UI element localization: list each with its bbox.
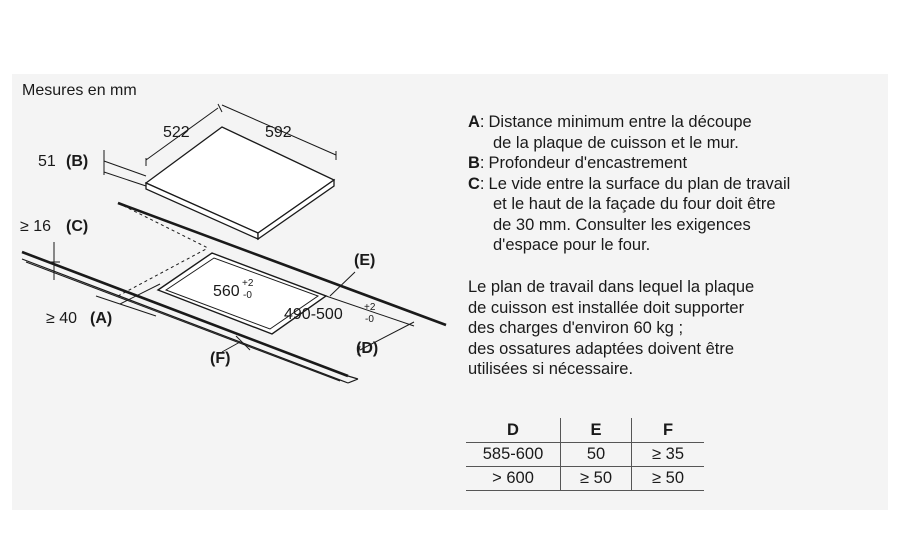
table-row: > 600 ≥ 50 ≥ 50	[466, 466, 704, 491]
note-line-1: Le plan de travail dans lequel la plaque	[468, 278, 755, 296]
table-cell: > 600	[466, 466, 561, 491]
legend-key-c: C	[468, 174, 480, 193]
figure-background	[12, 74, 888, 510]
table-header-e: E	[560, 418, 632, 443]
table-header-f: F	[631, 418, 704, 443]
label-b-value: 51	[38, 153, 56, 170]
cutout-width-tol-bottom: -0	[243, 290, 252, 301]
load-note: Le plan de travail dans lequel la plaque…	[468, 277, 888, 380]
label-c-value: ≥ 16	[20, 218, 51, 235]
units-caption: Mesures en mm	[22, 82, 137, 99]
cutout-depth-tol-top: +2	[364, 302, 376, 313]
note-line-4: des ossatures adaptées doivent être	[468, 339, 735, 358]
label-522: 522	[163, 124, 190, 141]
label-e-key: (E)	[354, 252, 375, 269]
legend-key-b: B	[468, 154, 480, 172]
table-cell: 50	[560, 442, 632, 467]
legend-text-b1: Profondeur d'encastrement	[488, 154, 688, 172]
label-cutout-width: 560 +2 -0	[213, 278, 254, 301]
cutout-width-tol-top: +2	[242, 278, 254, 289]
table-row: 585-600 50 ≥ 35	[466, 442, 704, 467]
legend-text-c2: et le haut de la façade du four doit êtr…	[493, 195, 776, 213]
table-cell: 585-600	[466, 442, 561, 467]
label-f-key: (F)	[210, 350, 230, 367]
label-592: 592	[265, 124, 292, 141]
table-header-d: D	[466, 418, 561, 443]
note-line-5: utilisées si nécessaire.	[468, 360, 634, 378]
label-d-key: (D)	[356, 340, 378, 357]
cutout-depth-value: 490-500	[284, 306, 343, 323]
label-cutout-depth: 490-500 +2 -0	[284, 302, 376, 325]
table-cell: ≥ 50	[631, 466, 704, 491]
legend-text-c3: de 30 mm. Consulter les exigences	[493, 215, 751, 234]
table-header-row: D E F	[466, 418, 704, 443]
legend-item-b: B:Profondeur d'encastrement	[468, 154, 688, 172]
legend-item-a: A:Distance minimum entre la découpe	[468, 113, 752, 131]
table-cell: ≥ 35	[631, 442, 704, 467]
table-cell: ≥ 50	[560, 466, 632, 491]
label-b-key: (B)	[66, 153, 88, 170]
worktop	[21, 201, 447, 384]
legend-key-a: A	[468, 113, 480, 131]
hob-plate	[144, 126, 336, 241]
dimension-table: D E F 585-600 50 ≥ 35 > 600 ≥ 50 ≥ 50	[466, 418, 704, 491]
cutout-depth-tol-bottom: -0	[365, 314, 374, 325]
hob-dimensions	[103, 103, 337, 187]
label-a-key: (A)	[90, 310, 112, 327]
legend-item-c: C:Le vide entre la surface du plan de tr…	[468, 174, 791, 193]
note-line-3: des charges d'environ 60 kg ;	[468, 319, 684, 337]
label-c-key: (C)	[66, 218, 88, 235]
legend-text-a2: de la plaque de cuisson et le mur.	[493, 133, 739, 152]
other-dimensions	[48, 242, 415, 356]
legend-text-c1: Le vide entre la surface du plan de trav…	[488, 174, 791, 193]
note-line-2: de cuisson est installée doit supporter	[468, 298, 745, 317]
legend-text-c4: d'espace pour le four.	[493, 236, 651, 254]
label-a-value: ≥ 40	[46, 310, 77, 327]
installation-diagram: 522 592 51 (B) ≥ 16 (C) ≥ 40 (A) 560 +2 …	[20, 103, 447, 384]
cutout-width-value: 560	[213, 283, 240, 300]
legend-text-a1: Distance minimum entre la découpe	[488, 113, 752, 131]
legend: A:Distance minimum entre la découpe de l…	[468, 112, 888, 256]
